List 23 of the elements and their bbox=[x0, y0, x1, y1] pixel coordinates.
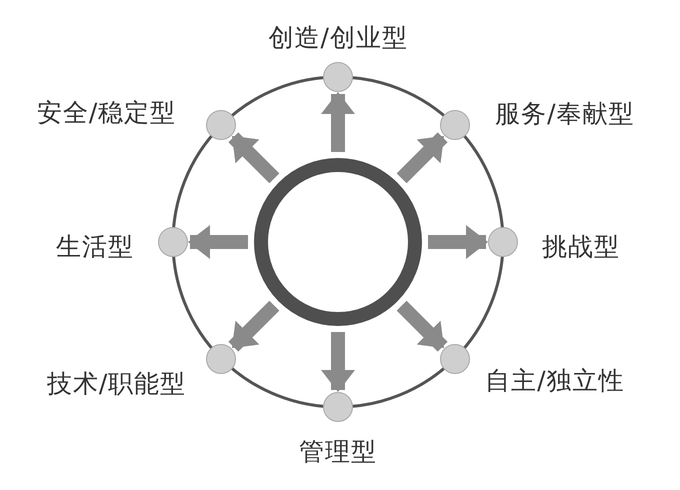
ring-dot bbox=[206, 344, 236, 374]
arrow bbox=[188, 225, 248, 259]
type-label: 技术/职能型 bbox=[46, 368, 186, 400]
type-label: 挑战型 bbox=[542, 230, 620, 262]
arrow bbox=[228, 300, 280, 352]
arrow bbox=[396, 132, 448, 184]
ring-dot bbox=[206, 110, 236, 140]
type-label: 创造/创业型 bbox=[268, 22, 408, 54]
ring-dot bbox=[440, 110, 470, 140]
type-label: 生活型 bbox=[56, 230, 134, 262]
ring-dot bbox=[440, 344, 470, 374]
ring-dot bbox=[323, 62, 353, 92]
ring-dot bbox=[323, 392, 353, 422]
type-label: 管理型 bbox=[299, 436, 377, 468]
type-label: 服务/奉献型 bbox=[495, 98, 635, 130]
ring-dot bbox=[158, 227, 188, 257]
ring-dot bbox=[488, 227, 518, 257]
type-label: 自主/独立性 bbox=[485, 365, 625, 398]
arrow bbox=[228, 132, 280, 184]
arrow bbox=[321, 332, 355, 392]
arrow bbox=[321, 92, 355, 152]
arrow bbox=[428, 225, 488, 259]
type-label: 安全/稳定型 bbox=[36, 96, 176, 129]
